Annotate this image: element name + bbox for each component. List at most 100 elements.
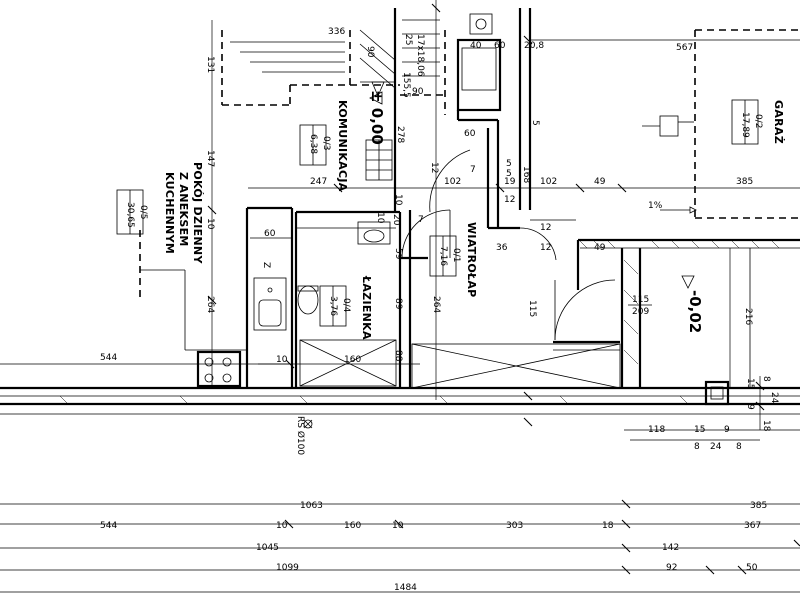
room-area: 3,76 bbox=[328, 296, 338, 316]
dim-text: 7 bbox=[418, 215, 424, 225]
room-number: 0/3 bbox=[321, 136, 331, 150]
dim-text: 90 bbox=[412, 87, 424, 97]
door-size-top: 115 bbox=[632, 295, 649, 305]
staircase bbox=[230, 19, 440, 181]
room-number: 0/1 bbox=[451, 248, 461, 262]
room-name: GARAŻ bbox=[772, 100, 786, 144]
dim-text: 18 bbox=[761, 420, 771, 432]
dim-text: 12 bbox=[504, 195, 515, 205]
room-name: KOMUNIKACJA bbox=[336, 100, 349, 192]
door-size-bottom: 209 bbox=[632, 307, 649, 317]
dim-text: 88 bbox=[393, 350, 403, 362]
dim-text: 12 bbox=[429, 162, 439, 173]
dim-text: 60 bbox=[464, 129, 476, 139]
dim-text: 15 bbox=[745, 378, 755, 389]
fixtures bbox=[140, 13, 694, 429]
room-area: 17,89 bbox=[740, 112, 750, 138]
dim-text: 5 bbox=[506, 169, 512, 179]
dim-text: 1045 bbox=[256, 543, 279, 553]
dim-text: 15 bbox=[694, 425, 705, 435]
dim-text: 142 bbox=[662, 543, 679, 553]
room-corridor: KOMUNIKACJA 0/3 6,38 bbox=[299, 100, 349, 192]
dim-text: 118 bbox=[648, 425, 665, 435]
dim-text: 40 bbox=[470, 41, 482, 51]
dim-text: 544 bbox=[100, 521, 117, 531]
dim-text: 216 bbox=[743, 308, 753, 325]
dim-text: 336 bbox=[328, 27, 345, 37]
dim-text: 567 bbox=[676, 43, 693, 53]
dim-text: 1484 bbox=[394, 583, 417, 593]
misc-labels: 115 209 RS Ø100 1% Z bbox=[261, 201, 697, 455]
dim-text: 25 bbox=[403, 34, 413, 45]
dim-text: 9 bbox=[724, 425, 730, 435]
level-main: ± 0,00 bbox=[368, 90, 386, 145]
room-area: 6,38 bbox=[308, 134, 318, 154]
dim-text: 18 bbox=[602, 521, 614, 531]
dim-text: 36 bbox=[496, 243, 508, 253]
dim-text: 60 bbox=[264, 229, 276, 239]
room-closet: WIATROŁAP 0/1 7,16 bbox=[429, 222, 478, 298]
dim-text: 20 bbox=[391, 214, 401, 226]
fridge-label: Z bbox=[261, 262, 271, 268]
doors bbox=[401, 149, 616, 341]
dim-text: 160 bbox=[344, 521, 361, 531]
dim-text: 10 bbox=[392, 521, 404, 531]
dim-text: 50 bbox=[746, 563, 758, 573]
dim-text: 90 bbox=[365, 46, 375, 58]
dim-text: 8 bbox=[694, 442, 700, 452]
vent-label: RS Ø100 bbox=[295, 416, 306, 455]
dim-text: 8 bbox=[736, 442, 742, 452]
room-area: 30,65 bbox=[125, 202, 135, 228]
dim-text: 168 bbox=[521, 166, 531, 183]
level-garage: -0,02 bbox=[686, 290, 704, 333]
room-name: WIATROŁAP bbox=[465, 222, 478, 298]
room-area: 7,16 bbox=[438, 246, 448, 266]
dim-text: 367 bbox=[744, 521, 761, 531]
room-bathroom: ŁAZIENKA 0/4 3,76 bbox=[319, 275, 373, 340]
dim-text: 24 bbox=[769, 392, 779, 404]
dim-text: 60 bbox=[494, 41, 506, 51]
dim-text: 10 bbox=[375, 212, 385, 224]
dim-text: 89 bbox=[393, 298, 403, 310]
dim-text: 24 bbox=[710, 442, 722, 452]
dim-text: 59 bbox=[393, 248, 403, 260]
dim-text: 17x18,06 bbox=[415, 34, 425, 77]
wall-hatching bbox=[59, 240, 780, 405]
room-number: 0/4 bbox=[341, 298, 351, 313]
dimension-texts: 336 90 25 17x18,06 155,5 131 90 40 60 20… bbox=[100, 27, 779, 593]
dim-text: 10 bbox=[393, 194, 403, 206]
dim-text: 10 bbox=[276, 521, 288, 531]
dim-text: 1063 bbox=[300, 501, 323, 511]
room-name-line-3: KUCHENNYM bbox=[163, 172, 176, 254]
percent-label: 1% bbox=[648, 201, 663, 211]
dim-text: 160 bbox=[344, 355, 361, 365]
dashed-outlines bbox=[139, 29, 800, 300]
dim-text: 278 bbox=[395, 126, 405, 143]
dim-text: 385 bbox=[750, 501, 767, 511]
room-garage: GARAŻ 0/2 17,89 bbox=[731, 99, 786, 145]
level-markers: ± 0,00 -0,02 bbox=[368, 90, 704, 333]
dim-text: 12 bbox=[540, 243, 551, 253]
dim-text: 9 bbox=[745, 404, 755, 410]
dim-text: 49 bbox=[594, 243, 606, 253]
room-number: 0/5 bbox=[138, 205, 148, 219]
dim-text: 20,8 bbox=[524, 41, 544, 51]
dim-text: 385 bbox=[736, 177, 753, 187]
dim-text: 7 bbox=[470, 165, 476, 175]
dim-text: 12 bbox=[540, 223, 551, 233]
room-number: 0/2 bbox=[753, 114, 763, 128]
dim-text: 147 bbox=[205, 150, 215, 167]
dim-text: 544 bbox=[100, 353, 117, 363]
room-name: ŁAZIENKA bbox=[360, 275, 373, 340]
dim-text: 131 bbox=[205, 56, 215, 73]
dim-text: 102 bbox=[540, 177, 557, 187]
dim-text: 102 bbox=[444, 177, 461, 187]
dim-text: 92 bbox=[666, 563, 677, 573]
dim-text: 1099 bbox=[276, 563, 299, 573]
dim-text: 8 bbox=[761, 376, 771, 382]
dim-text: 49 bbox=[594, 177, 606, 187]
dim-text: 303 bbox=[506, 521, 523, 531]
dim-text: 115 bbox=[527, 300, 537, 317]
